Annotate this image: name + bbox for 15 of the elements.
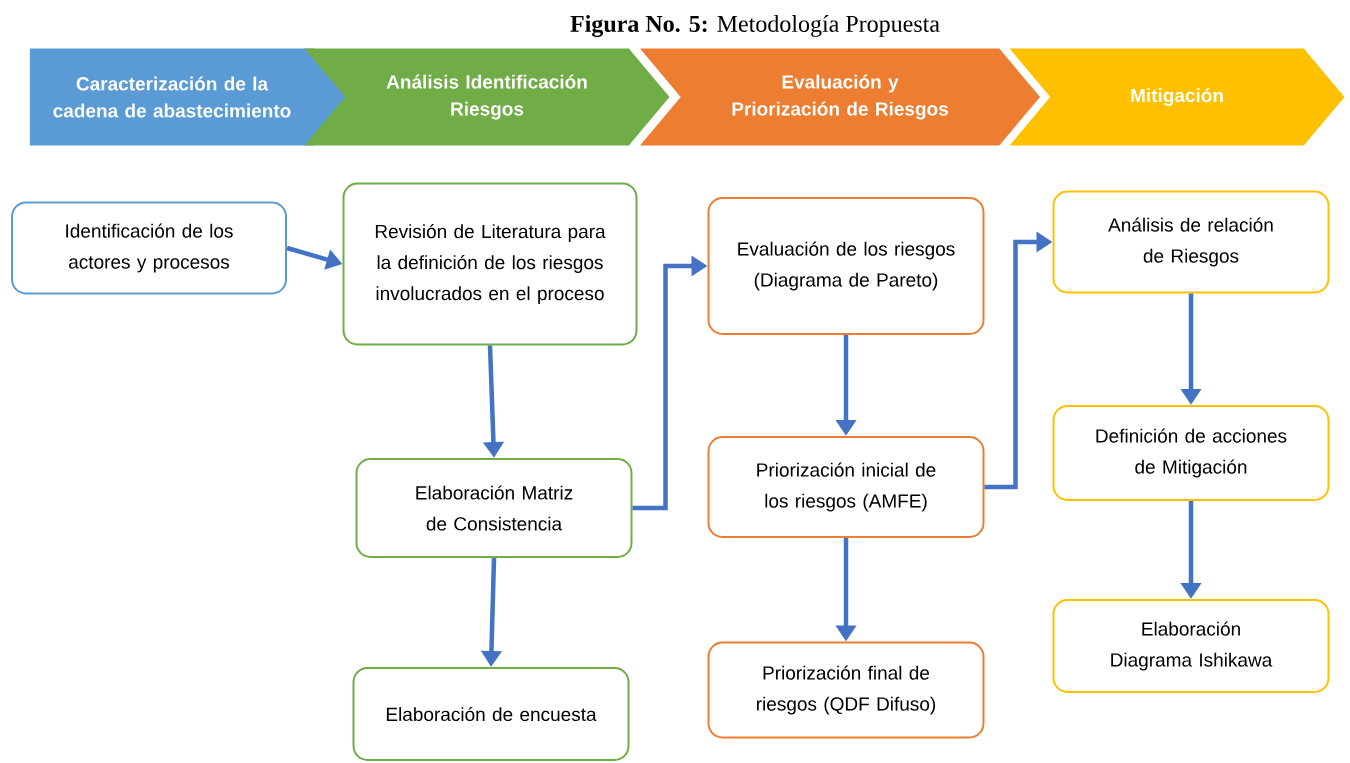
process-box: Elaboración de encuesta (352, 667, 630, 761)
process-box: Revisión de Literatura para la definición de los riesgos involucrados en el proceso (342, 182, 638, 346)
process-box: Identificación de los actores y procesos (11, 201, 287, 295)
figure-title: Figura No. 5: Metodología Propuesta (570, 15, 940, 37)
process-box: Priorización final de riesgos (QDF Difuso) (707, 641, 985, 739)
chevron-step: Análisis Identificación Riesgos (304, 48, 670, 146)
process-box: Análisis de relación de Riesgos (1052, 190, 1330, 294)
chevron-step: Evaluación y Priorización de Riesgos (640, 48, 1040, 146)
process-box: Definición de acciones de Mitigación (1052, 405, 1330, 501)
process-box: Elaboración Matriz de Consistencia (355, 458, 633, 558)
process-box: Priorización inicial de los riesgos (AMFE) (707, 436, 985, 538)
process-box: Elaboración Diagrama Ishikawa (1052, 599, 1330, 693)
chevron-step: Mitigación (1009, 48, 1345, 146)
process-box: Evaluación de los riesgos (Diagrama de Pareto) (707, 197, 985, 335)
chevron-step: Caracterización de la cadena de abastecimiento (29, 48, 355, 146)
